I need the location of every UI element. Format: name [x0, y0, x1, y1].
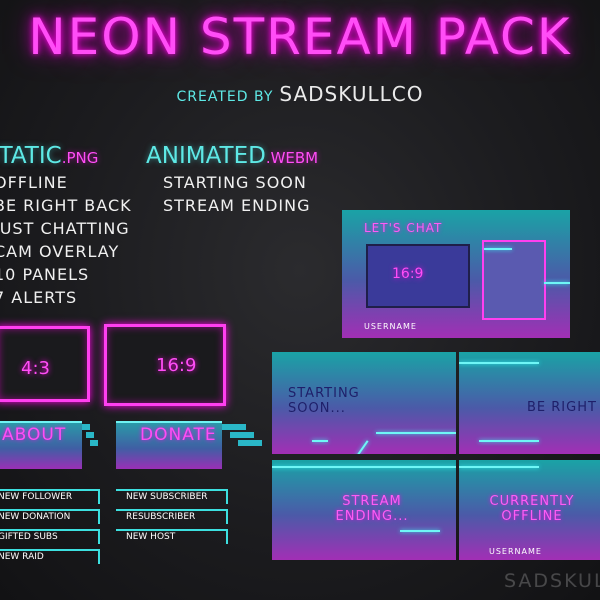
scene-be-right-back: BE RIGHT BRB	[459, 352, 600, 454]
static-item: BE RIGHT BACK	[0, 196, 132, 215]
offline-line2: OFFLINE	[501, 509, 563, 524]
panel-step	[86, 432, 94, 438]
webcam-frame-4-3: 4:3	[0, 326, 90, 402]
ratio-label: 4:3	[21, 358, 50, 379]
chat-box	[482, 240, 546, 320]
animated-item: STARTING SOON	[163, 173, 307, 192]
panel-step	[82, 424, 90, 430]
neon-line	[459, 466, 539, 468]
offline-line1: CURRENTLY	[489, 494, 575, 509]
static-item: 10 PANELS	[0, 265, 90, 284]
alert-bar: NEW SUBSCRIBER	[116, 489, 228, 504]
ending-text: STREAM ENDING...	[335, 494, 409, 524]
static-item: OFFLINE	[0, 173, 68, 192]
scene-starting-soon: STARTING SOON...	[272, 352, 456, 454]
ratio-label: 16:9	[156, 355, 197, 376]
scene-offline: CURRENTLY OFFLINE USERNAME	[459, 460, 600, 560]
neon-line	[479, 440, 539, 442]
animated-heading: ANIMATED.WEBM	[146, 143, 319, 169]
chat-webcam-frame: 16:9	[366, 244, 470, 308]
panel-label: ABOUT	[2, 425, 67, 445]
alert-bar: NEW FOLLOWER	[0, 489, 100, 504]
subtitle: CREATED BY SADSKULLCO	[0, 82, 600, 106]
static-item: 7 ALERTS	[0, 288, 78, 307]
panel-donate: DONATE	[116, 421, 222, 469]
neon-line	[400, 530, 440, 532]
ratio-label: 16:9	[392, 266, 424, 282]
animated-list: ANIMATED.WEBM	[146, 143, 318, 169]
created-by-label: CREATED BY	[176, 89, 274, 105]
panel-step	[90, 440, 98, 446]
animated-item: STREAM ENDING	[163, 196, 311, 215]
static-item: JUST CHATTING	[0, 219, 130, 238]
neon-line	[544, 282, 570, 284]
alert-bar: NEW HOST	[116, 529, 228, 544]
brb-text: BE RIGHT BRB	[527, 400, 600, 415]
panel-label: DONATE	[140, 425, 217, 445]
neon-line	[272, 466, 456, 468]
scene-stream-ending: STREAM ENDING...	[272, 460, 456, 560]
neon-line	[312, 440, 328, 442]
static-list: STATIC.PNG	[0, 143, 98, 169]
username-label: USERNAME	[364, 322, 417, 331]
starting-text: STARTING SOON...	[288, 386, 360, 416]
panel-step	[230, 432, 254, 438]
alert-bar: GIFTED SUBS	[0, 529, 100, 544]
panel-step	[238, 440, 262, 446]
neon-line	[376, 432, 456, 434]
static-heading: STATIC.PNG	[0, 143, 99, 169]
scene-just-chatting: LET'S CHAT 16:9 USERNAME	[342, 210, 570, 338]
alert-bar: RESUBSCRIBER	[116, 509, 228, 524]
alert-bar: NEW RAID	[0, 549, 100, 564]
neon-line	[355, 440, 369, 454]
static-item: CAM OVERLAY	[0, 242, 120, 261]
webcam-frame-16-9: 16:9	[104, 324, 226, 406]
panel-step	[222, 424, 246, 430]
panel-about: ABOUT	[0, 421, 82, 469]
neon-line	[459, 362, 539, 364]
animated-ext: .WEBM	[265, 149, 319, 167]
watermark: SADSKULLCO	[504, 570, 600, 592]
pack-title: NEON STREAM PACK	[28, 8, 572, 66]
alert-bar: NEW DONATION	[0, 509, 100, 524]
neon-line	[484, 248, 512, 250]
author-name: SADSKULLCO	[279, 82, 424, 106]
static-ext: .PNG	[61, 149, 99, 167]
username-label: USERNAME	[489, 547, 542, 556]
chat-title: LET'S CHAT	[364, 221, 443, 235]
